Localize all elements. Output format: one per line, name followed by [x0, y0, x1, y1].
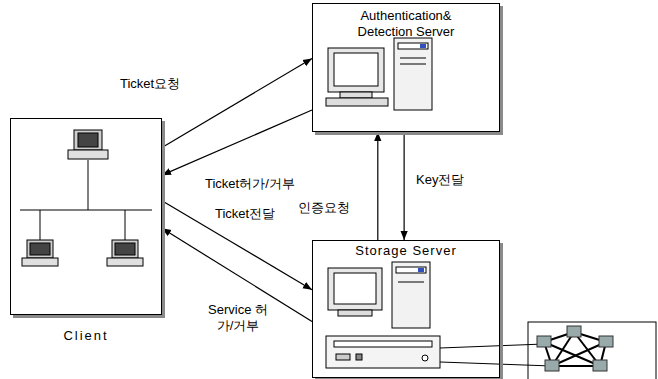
storage-computer — [326, 262, 440, 368]
arrow-connector — [377, 132, 378, 240]
client-network — [20, 130, 152, 266]
storage-network — [440, 322, 656, 379]
edge-label: Key전달 — [414, 172, 466, 188]
server-box: Authentication& Detection Server — [312, 3, 500, 132]
arrow-connector — [404, 132, 405, 240]
arrow-connector — [162, 58, 312, 147]
node-title: Authentication& Detection Server — [341, 8, 471, 41]
edge-label: Ticket전달 — [213, 206, 277, 222]
edge-label: Ticket허가/거부 — [203, 176, 297, 192]
edge-label: Service 허가/거부 — [200, 302, 276, 335]
server-computer — [326, 38, 432, 110]
node-title: Storage Server — [321, 243, 491, 259]
node-caption: Client — [16, 328, 156, 344]
server-box: Storage Server — [312, 240, 500, 378]
arrow-connector — [162, 110, 312, 175]
arrow-connector — [162, 201, 312, 290]
edge-label: Ticket요청 — [118, 76, 182, 92]
client-box: Client — [10, 118, 162, 315]
edge-label: 인증요청 — [296, 200, 352, 216]
